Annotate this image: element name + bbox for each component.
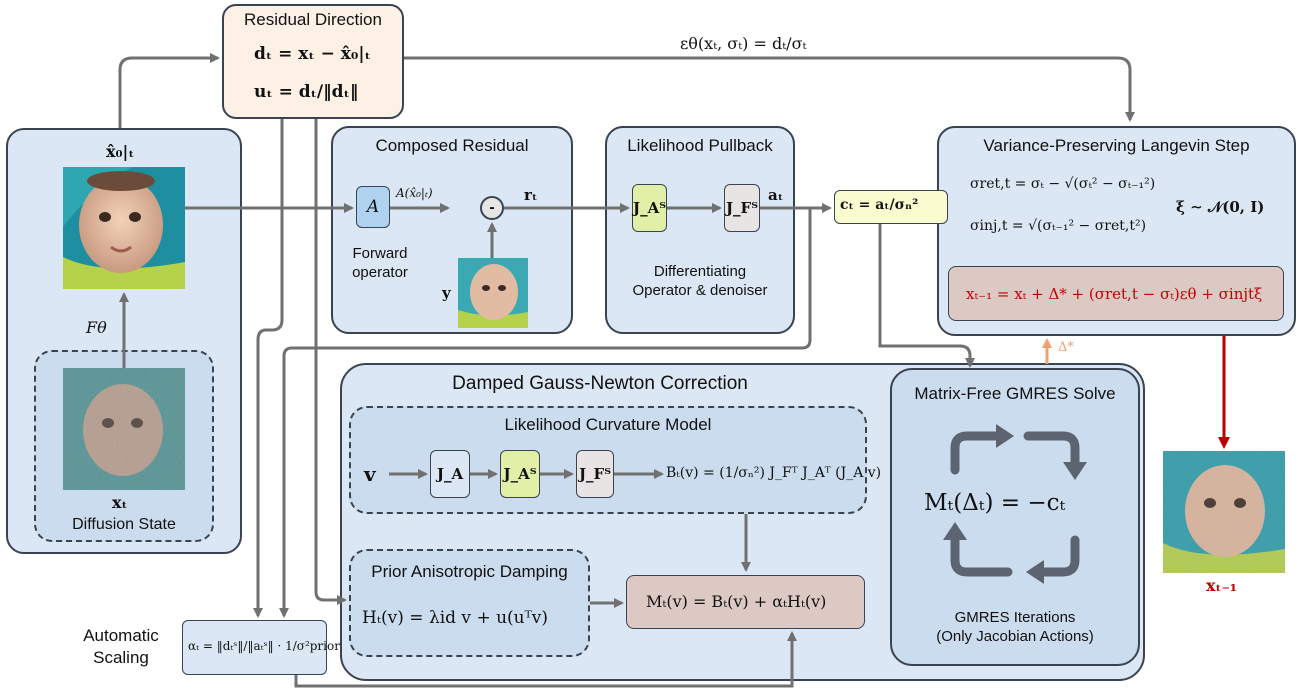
a-of-x0-label: A(x̂₀|ₜ) bbox=[396, 186, 433, 200]
y-label: y bbox=[442, 284, 451, 302]
composed-residual-panel bbox=[331, 126, 573, 334]
alpha-box bbox=[182, 620, 327, 675]
delta-star-label: Δ* bbox=[1058, 340, 1074, 355]
residual-eq-d: dₜ = xₜ − x̂₀|ₜ bbox=[254, 44, 371, 64]
residual-direction-box bbox=[222, 4, 404, 119]
ja-transpose-op-curv: J_Aᵀ bbox=[500, 450, 540, 498]
x0-estimate-image bbox=[63, 167, 185, 289]
b-equation: Bₜ(v) = (1/σₙ²) J_Fᵀ J_Aᵀ (J_A v) bbox=[666, 465, 882, 481]
ct-box bbox=[834, 190, 948, 224]
f-theta-label: Fθ bbox=[86, 318, 107, 337]
jf-transpose-op-curv: J_Fᵀ bbox=[576, 450, 614, 498]
pullback-desc: Differentiating Operator & denoiser bbox=[632, 263, 768, 299]
a-t-label: aₜ bbox=[768, 186, 784, 204]
alpha-equation: αₜ = ‖dₜˢ‖/‖aₜˢ‖ · 1/σ²prior bbox=[188, 639, 340, 653]
curvature-title: Likelihood Curvature Model bbox=[504, 415, 712, 434]
gmres-title: Matrix-Free GMRES Solve bbox=[914, 384, 1116, 403]
output-label: xₜ₋₁ bbox=[1206, 576, 1237, 595]
residual-eq-u: uₜ = dₜ/‖dₜ‖ bbox=[254, 82, 359, 102]
gmres-equation: Mₜ(Δₜ) = −cₜ bbox=[924, 490, 1066, 516]
residual-direction-title: Residual Direction bbox=[244, 10, 382, 29]
r-t-label: rₜ bbox=[524, 186, 538, 204]
forward-operator-A: A bbox=[356, 186, 390, 228]
v-label: v bbox=[364, 462, 376, 486]
xt-noisy-image bbox=[63, 368, 185, 490]
h-equation: Hₜ(v) = λid v + u(uᵀv) bbox=[362, 608, 548, 628]
forward-operator-label: Forward operator bbox=[352, 245, 408, 281]
jf-transpose-op: J_Fᵀ bbox=[724, 184, 760, 232]
xt-label: xₜ bbox=[112, 493, 128, 512]
prior-damping-box bbox=[349, 549, 590, 657]
y-measurement-image bbox=[458, 258, 528, 328]
m-equation-box bbox=[626, 575, 865, 629]
gmres-iterations-label: GMRES Iterations (Only Jacobian Actions) bbox=[936, 609, 1094, 645]
automatic-scaling-label: Automatic Scaling bbox=[83, 626, 159, 667]
langevin-title: Variance-Preserving Langevin Step bbox=[983, 136, 1250, 155]
x0-label: x̂₀|ₜ bbox=[106, 142, 135, 161]
xi-eq: ξ ∼ 𝒩(0, I) bbox=[1176, 198, 1265, 216]
composed-title: Composed Residual bbox=[375, 136, 529, 155]
xt-minus-1-image bbox=[1163, 451, 1285, 573]
eps-label: εθ(xₜ, σₜ) = dₜ/σₜ bbox=[680, 34, 807, 53]
pullback-title: Likelihood Pullback bbox=[627, 136, 773, 155]
m-equation: Mₜ(v) = Bₜ(v) + αₜHₜ(v) bbox=[646, 592, 827, 611]
diffusion-state-label: Diffusion State bbox=[72, 516, 176, 533]
sigma-ret-eq: σret,t = σₜ − √(σₜ² − σₜ₋₁²) bbox=[970, 176, 1156, 192]
ct-label: cₜ = aₜ/σₙ² bbox=[840, 197, 919, 213]
update-eq: xₜ₋₁ = xₜ + Δ* + (σret,t − σₜ)εθ + σinjt… bbox=[966, 285, 1263, 303]
sigma-inj-eq: σinj,t = √(σₜ₋₁² − σret,t²) bbox=[970, 218, 1147, 234]
update-equation-box bbox=[948, 266, 1284, 321]
gauss-newton-title: Damped Gauss-Newton Correction bbox=[452, 373, 748, 394]
ja-transpose-op: J_Aᵀ bbox=[632, 184, 667, 232]
gmres-panel bbox=[890, 368, 1140, 666]
prior-title: Prior Anisotropic Damping bbox=[371, 562, 568, 581]
minus-node: - bbox=[480, 196, 504, 220]
ja-op: J_A bbox=[430, 450, 470, 498]
